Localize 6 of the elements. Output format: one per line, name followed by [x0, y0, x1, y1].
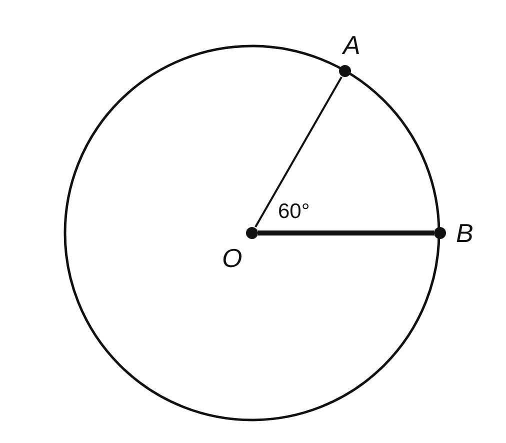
point-label: B — [456, 218, 474, 248]
point-label: O — [222, 243, 242, 273]
angle-label: 60° — [278, 200, 310, 224]
line-segment — [258, 230, 434, 236]
point-label: A — [343, 30, 360, 60]
line-segment — [254, 76, 342, 228]
